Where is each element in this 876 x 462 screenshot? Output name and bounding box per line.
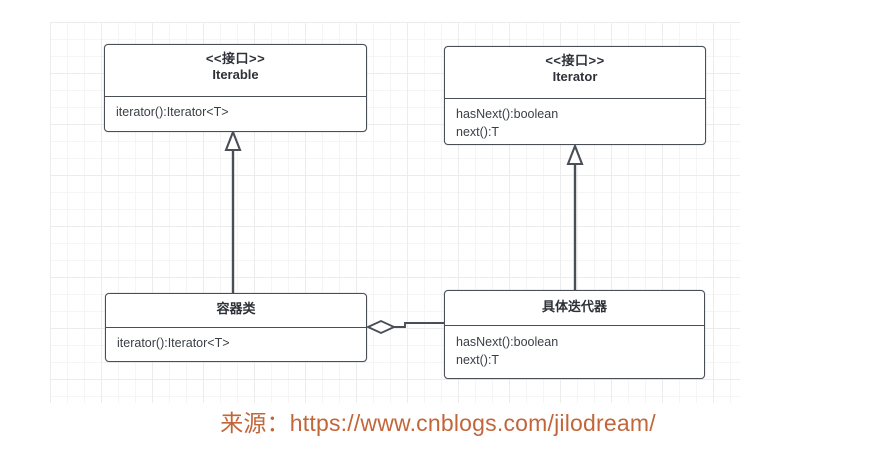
uml-member: next():T <box>456 352 500 367</box>
uml-member: hasNext():boolean <box>456 335 559 349</box>
uml-class-iterator[interactable]: <<接口>> Iterator hasNext():boolean next()… <box>444 46 706 145</box>
uml-class-iterable-name: Iterable <box>212 66 259 82</box>
uml-class-container-header: 容器类 <box>106 294 366 328</box>
source-caption: 来源：https://www.cnblogs.com/jilodream/ <box>0 404 876 438</box>
uml-class-container[interactable]: 容器类 iterator():Iterator<T> <box>105 293 367 362</box>
uml-member: iterator():Iterator<T> <box>116 105 229 119</box>
uml-member: next():T <box>456 124 500 139</box>
uml-class-concrete-iterator-name: 具体迭代器 <box>541 299 607 314</box>
uml-class-iterator-stereotype: <<接口>> <box>545 53 605 68</box>
uml-class-iterable[interactable]: <<接口>> Iterable iterator():Iterator<T> <box>104 44 367 132</box>
uml-class-concrete-iterator[interactable]: 具体迭代器 hasNext():boolean next():T <box>444 290 705 379</box>
uml-class-iterable-members: iterator():Iterator<T> <box>105 97 366 129</box>
uml-class-iterable-stereotype: <<接口>> <box>205 51 266 66</box>
source-label: 来源： <box>220 410 290 436</box>
uml-member: iterator():Iterator<T> <box>117 336 230 350</box>
uml-class-iterator-members: hasNext():boolean next():T <box>445 99 705 149</box>
uml-class-concrete-iterator-header: 具体迭代器 <box>445 291 704 326</box>
uml-member: hasNext():boolean <box>456 107 559 121</box>
uml-class-concrete-iterator-members: hasNext():boolean next():T <box>445 326 704 377</box>
uml-class-iterable-header: <<接口>> Iterable <box>105 45 366 97</box>
uml-class-iterator-name: Iterator <box>552 68 598 84</box>
uml-class-container-name: 容器类 <box>216 301 256 316</box>
uml-class-container-members: iterator():Iterator<T> <box>106 328 366 360</box>
source-url: https://www.cnblogs.com/jilodream/ <box>289 410 656 436</box>
uml-class-iterator-header: <<接口>> Iterator <box>445 47 705 99</box>
